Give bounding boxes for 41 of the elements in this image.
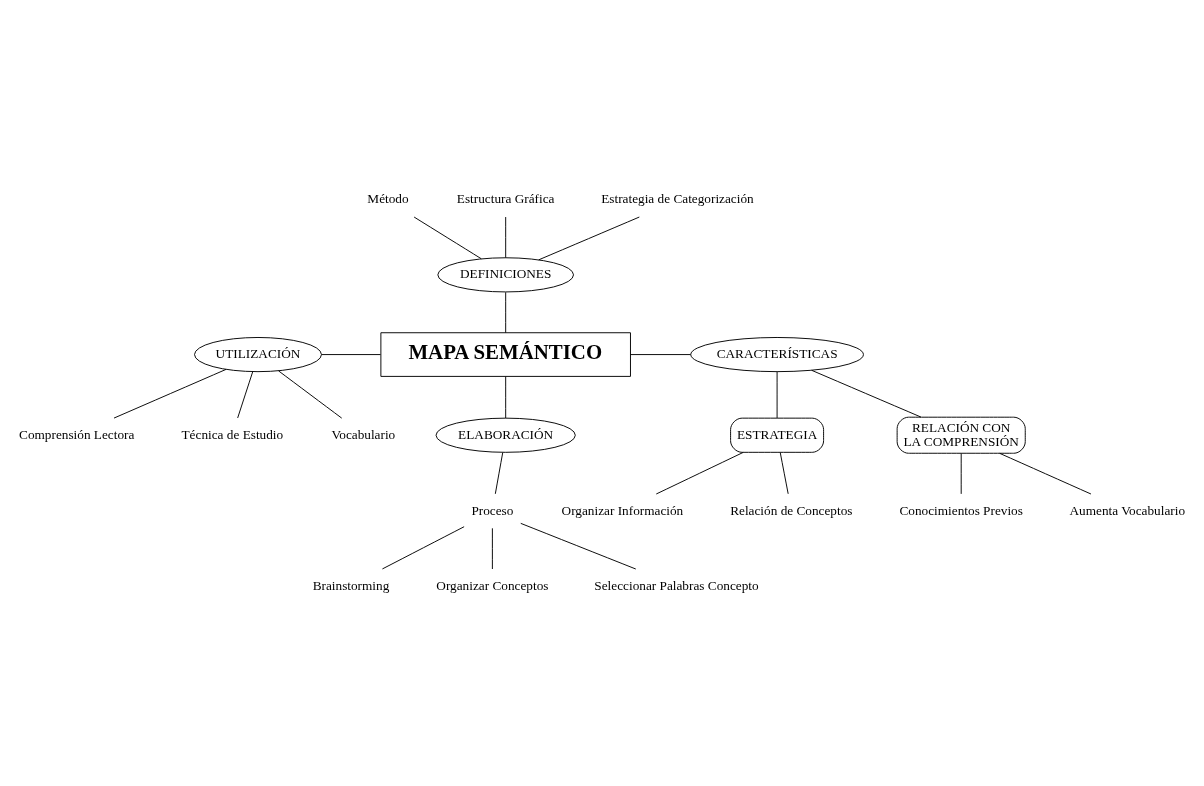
connector	[278, 370, 343, 419]
node-text: Estrategia de Categorización	[601, 191, 754, 207]
node-text: Organizar Conceptos	[436, 577, 549, 593]
connector	[538, 216, 640, 261]
connector	[520, 522, 637, 570]
node-text: Relación de Conceptos	[730, 502, 853, 518]
connector	[655, 451, 744, 495]
node-ellipse: ELABORACIÓN	[435, 417, 576, 453]
connector	[505, 216, 507, 259]
connector	[811, 369, 922, 418]
connector	[776, 371, 778, 419]
connector	[413, 216, 482, 260]
node-text: Conocimientos Previos	[899, 502, 1023, 518]
node-text: Seleccionar Palabras Concepto	[594, 577, 759, 593]
connector	[494, 452, 504, 495]
node-text: Comprensión Lectora	[19, 426, 135, 442]
node-ellipse: DEFINICIONES	[437, 257, 574, 293]
node-text: Brainstorming	[312, 577, 390, 593]
connector	[630, 354, 692, 356]
connector	[505, 376, 507, 419]
node-box: MAPA SEMÁNTICO	[380, 332, 631, 377]
node-text: Organizar Información	[561, 502, 684, 518]
connector	[321, 354, 382, 356]
node-box: ESTRATEGIA	[730, 417, 825, 453]
node-text: Método	[367, 191, 409, 207]
connector	[491, 527, 493, 570]
node-text: Proceso	[471, 502, 514, 518]
connector	[999, 452, 1092, 495]
node-ellipse: UTILIZACIÓN	[194, 337, 322, 373]
node-ellipse: CARACTERÍSTICAS	[690, 337, 864, 373]
node-text: Estructura Gráfica	[456, 191, 555, 207]
connector	[381, 526, 465, 570]
node-text: Aumenta Vocabulario	[1069, 502, 1186, 518]
connector	[960, 452, 962, 495]
connector	[237, 371, 254, 419]
connector	[113, 368, 227, 419]
connector	[505, 291, 507, 334]
node-box: RELACIÓN CON LA COMPRENSIÓN	[896, 416, 1026, 454]
node-text: Vocabulario	[331, 426, 396, 442]
connector	[779, 452, 789, 495]
node-text: Técnica de Estudio	[181, 426, 284, 442]
